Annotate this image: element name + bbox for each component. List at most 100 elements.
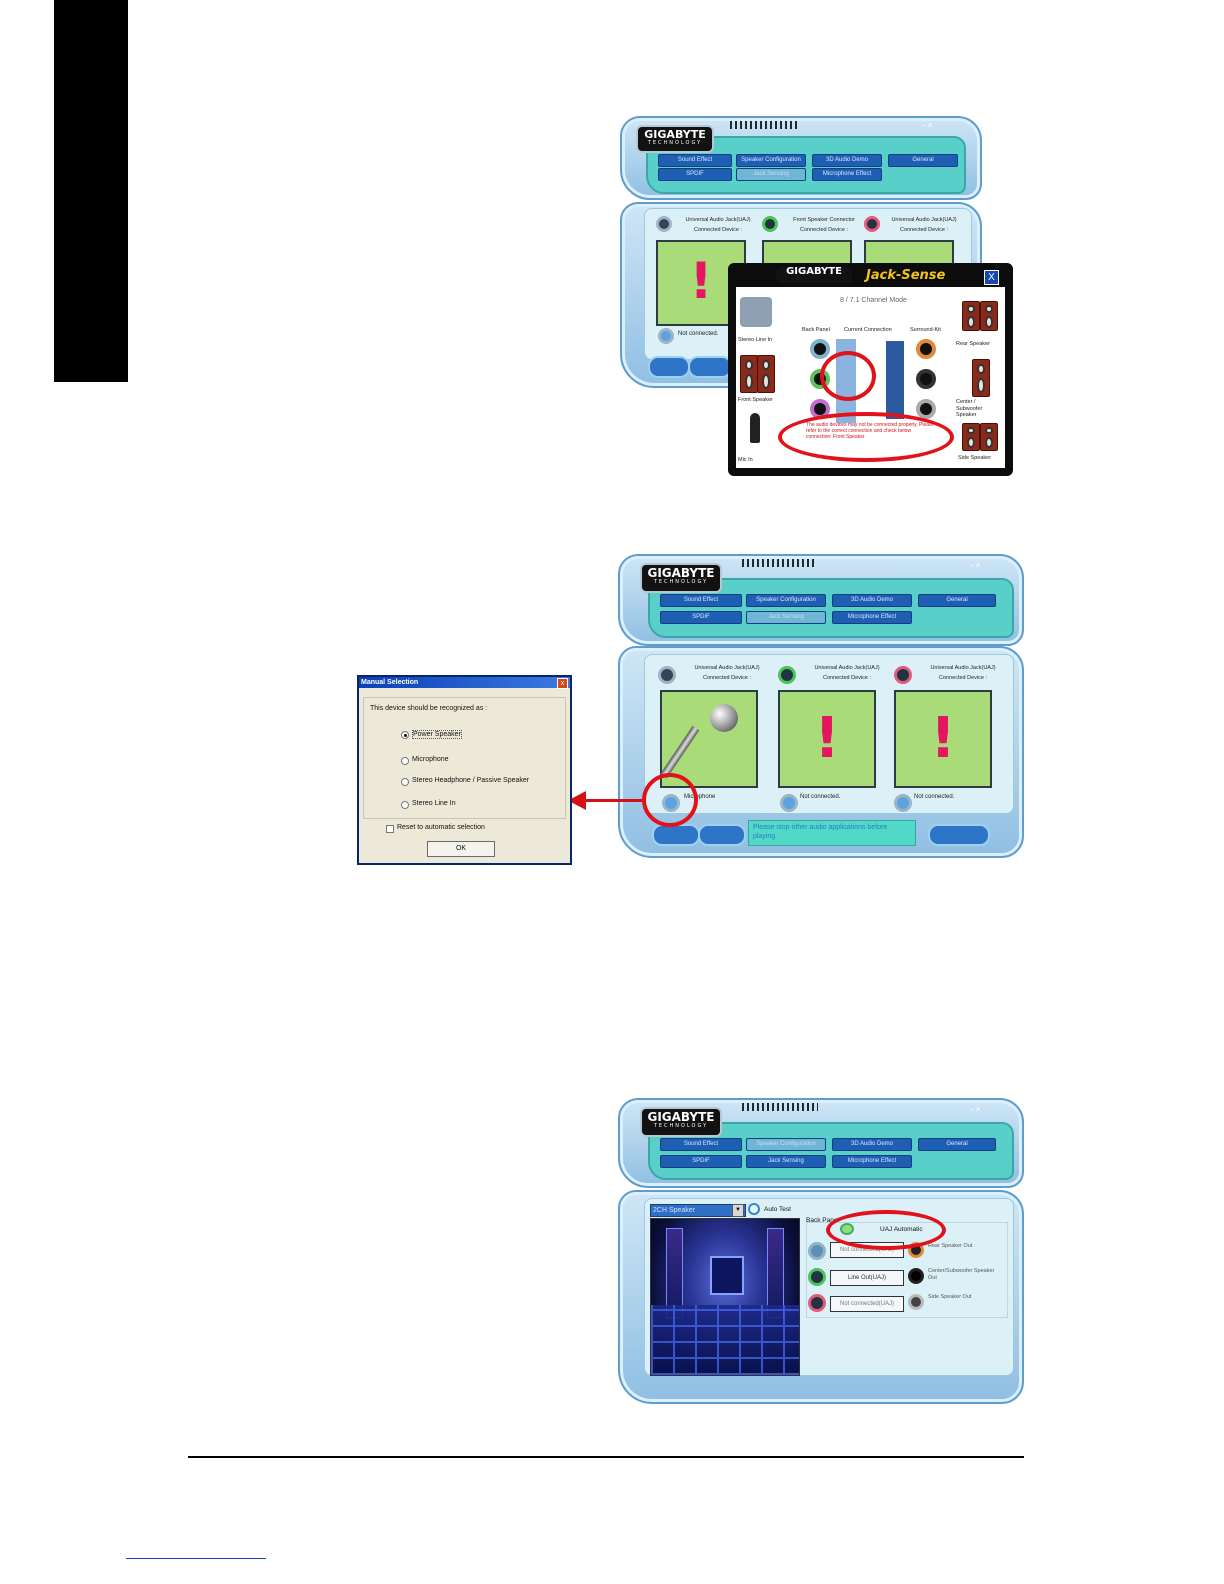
jack-label-3: Universal Audio Jack(UAJ)Connected Devic…: [930, 665, 996, 681]
pill-button-2[interactable]: [698, 824, 746, 846]
jack-blue-icon[interactable]: [808, 1242, 826, 1260]
col-back-panel: Back Panel: [802, 327, 830, 333]
window-controls[interactable]: - ×: [922, 120, 933, 130]
footer-link-underline: [126, 1558, 266, 1559]
tab-microphone-effect[interactable]: Microphone Effect: [812, 168, 882, 181]
jack-select-icon[interactable]: [658, 328, 674, 344]
front-speaker-icon: [757, 355, 775, 393]
tab-spdif[interactable]: SPDIF: [658, 168, 732, 181]
device-box-1[interactable]: [660, 690, 758, 788]
right-label: Center/Subwoofer Speaker Out: [928, 1268, 995, 1281]
stereo-line-in-icon: [740, 297, 772, 327]
jack-gray-icon[interactable]: [908, 1294, 924, 1310]
chevron-down-icon[interactable]: ▼: [732, 1204, 744, 1217]
surround-port-gray: [916, 399, 936, 419]
jack-label-1: Universal Audio Jack(UAJ)Connected Devic…: [685, 217, 751, 233]
device-box-2[interactable]: !: [778, 690, 876, 788]
auto-test-toggle[interactable]: [748, 1203, 760, 1215]
highlight-ring: [820, 351, 876, 401]
option-label: Microphone: [412, 756, 449, 763]
surround-port-black: [916, 369, 936, 389]
room-preview-image: [650, 1218, 800, 1376]
close-icon[interactable]: x: [557, 678, 568, 689]
highlight-ring: [826, 1210, 946, 1250]
jack-select-icon[interactable]: [780, 794, 798, 812]
tab-speaker-configuration[interactable]: Speaker Configuration: [746, 594, 826, 607]
microphone-icon: [750, 413, 760, 443]
tab-jack-sensing[interactable]: Jack Sensing: [746, 1155, 826, 1168]
tab-jack-sensing[interactable]: Jack Sensing: [746, 611, 826, 624]
front-speaker-icon: [740, 355, 758, 393]
tab-general[interactable]: General: [918, 594, 996, 607]
rear-speaker-icon: [980, 301, 998, 331]
right-label-3: Side Speaker: [958, 455, 992, 461]
tab-sound-effect[interactable]: Sound Effect: [660, 1138, 742, 1151]
jack-label-2: Universal Audio Jack(UAJ)Connected Devic…: [814, 665, 880, 681]
surround-column: [886, 341, 904, 419]
tab-spdif[interactable]: SPDIF: [660, 1155, 742, 1168]
warning-icon: !: [814, 706, 840, 771]
tab-jack-sensing[interactable]: Jack Sensing: [736, 168, 806, 181]
pill-button-1[interactable]: [652, 824, 700, 846]
jack-green-icon[interactable]: [778, 666, 796, 684]
speaker-select[interactable]: 2CH Speaker: [650, 1204, 746, 1217]
tab-general[interactable]: General: [918, 1138, 996, 1151]
tab-spdif[interactable]: SPDIF: [660, 611, 742, 624]
jack-field[interactable]: Line Out(UAJ): [830, 1270, 904, 1286]
pill-button-2[interactable]: [688, 356, 732, 378]
radio-stereo-line-in[interactable]: [401, 801, 409, 809]
speaker-grill: [730, 121, 798, 129]
jack-field[interactable]: Not connected(UAJ): [830, 1296, 904, 1312]
left-label-2: Front Speaker: [738, 397, 773, 403]
col-current-connection: Current Connection: [844, 327, 892, 333]
options-group: [363, 697, 566, 819]
speaker-grill: [742, 559, 816, 567]
dialog-prompt: This device should be recognized as :: [370, 705, 488, 712]
radio-power-speaker[interactable]: [401, 731, 409, 739]
arrow-head-icon: [568, 791, 586, 810]
window-controls[interactable]: - ×: [970, 560, 981, 570]
tab-speaker-configuration[interactable]: Speaker Configuration: [746, 1138, 826, 1151]
radio-stereo-headphone[interactable]: [401, 778, 409, 786]
tab-speaker-configuration[interactable]: Speaker Configuration: [736, 154, 806, 167]
device-box-3[interactable]: !: [894, 690, 992, 788]
tab-sound-effect[interactable]: Sound Effect: [658, 154, 732, 167]
tab-3d-audio-demo[interactable]: 3D Audio Demo: [812, 154, 882, 167]
pill-button-3[interactable]: [928, 824, 990, 846]
jack-blue-icon[interactable]: [658, 666, 676, 684]
tab-microphone-effect[interactable]: Microphone Effect: [832, 1155, 912, 1168]
tab-general[interactable]: General: [888, 154, 958, 167]
jack-green-icon[interactable]: [762, 216, 778, 232]
tab-3d-audio-demo[interactable]: 3D Audio Demo: [832, 1138, 912, 1151]
jack-pink-icon[interactable]: [864, 216, 880, 232]
back-panel-port-blue: [810, 339, 830, 359]
jack-black-icon[interactable]: [908, 1268, 924, 1284]
reset-checkbox[interactable]: [386, 825, 394, 833]
pill-button-1[interactable]: [648, 356, 690, 378]
jack-select-icon[interactable]: [894, 794, 912, 812]
tab-sound-effect[interactable]: Sound Effect: [660, 594, 742, 607]
reset-label: Reset to automatic selection: [397, 824, 485, 831]
ok-button[interactable]: OK: [427, 841, 495, 857]
tab-microphone-effect[interactable]: Microphone Effect: [832, 611, 912, 624]
close-icon[interactable]: X: [984, 270, 999, 285]
side-speaker-icon: [962, 423, 980, 451]
warning-icon: !: [930, 706, 956, 771]
window-controls[interactable]: - ×: [970, 1104, 981, 1114]
jack-pink-icon[interactable]: [894, 666, 912, 684]
status-text: Not connected.: [914, 794, 955, 800]
jack-pink-icon[interactable]: [808, 1294, 826, 1312]
radio-microphone[interactable]: [401, 757, 409, 765]
tab-3d-audio-demo[interactable]: 3D Audio Demo: [832, 594, 912, 607]
back-panel-label: Back Panel: [806, 1217, 839, 1224]
room-screen: [710, 1256, 744, 1295]
jack-blue-icon[interactable]: [656, 216, 672, 232]
jack-green-icon[interactable]: [808, 1268, 826, 1286]
highlight-ring: [642, 773, 698, 827]
right-label-2: Center / Subwoofer Speaker: [956, 399, 983, 419]
jack-sense-logo: GIGABYTE: [776, 267, 852, 283]
left-label-1: Stereo Line In: [738, 337, 773, 343]
highlight-ring: [778, 412, 954, 462]
